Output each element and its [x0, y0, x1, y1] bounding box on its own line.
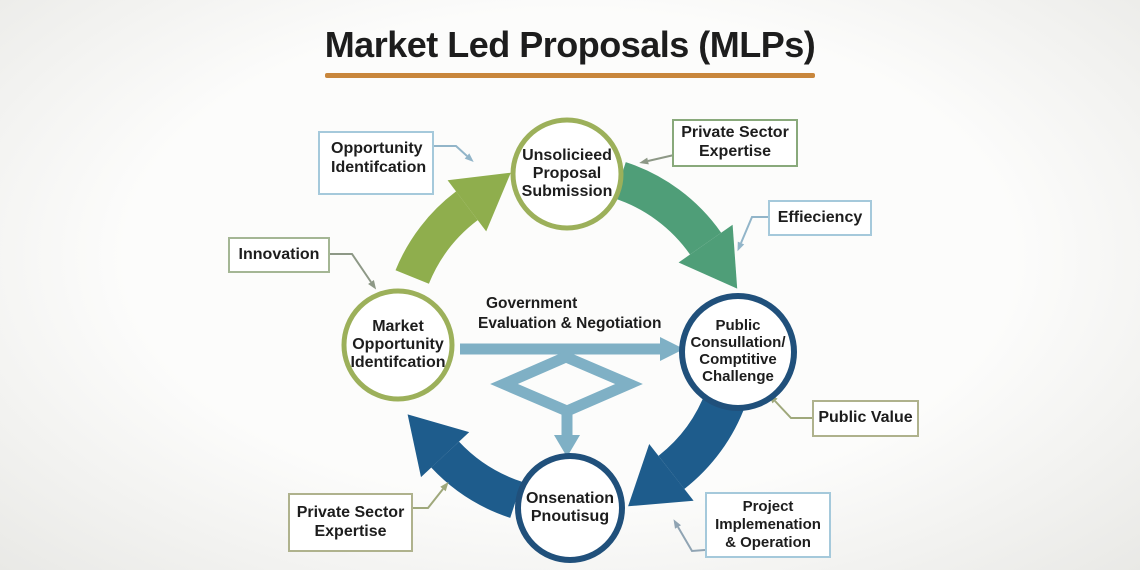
node-label-public-consultation: Public Consullation/ Comptitive Challeng…: [690, 317, 786, 385]
connector-private-top-arrowhead-icon: [639, 157, 649, 165]
callout-efficiency: Effieciency: [768, 200, 872, 236]
callout-project-implementation: Project Implemenation & Operation: [705, 492, 831, 558]
node-circle-market-opportunity: [341, 288, 455, 402]
cycle-arrow-teal: [613, 162, 722, 255]
node-label-market-opportunity: Market Opportunity Identifcation: [350, 317, 446, 372]
callout-public-value: Public Value: [812, 400, 919, 437]
center-flow-arrowhead-icon: [660, 337, 684, 361]
connector-efficiency: [740, 216, 768, 244]
connector-private-top: [647, 154, 675, 162]
node-label-unsolicited: Unsolicieed Proposal Submission: [521, 146, 613, 201]
connector-innovation: [330, 253, 372, 283]
callout-private-sector-expertise-top: Private Sector Expertise: [672, 119, 798, 167]
connector-innovation-arrowhead-icon: [368, 280, 377, 290]
cycle-arrowhead-teal-icon: [678, 224, 738, 289]
connector-private-bottom: [413, 488, 444, 509]
callout-opportunity-identification: Opportunity Identifcation: [318, 131, 434, 195]
node-circle-unsolicited: [510, 117, 624, 231]
connector-opportunity: [434, 145, 468, 157]
connector-private-bottom-arrowhead-icon: [440, 481, 449, 492]
connector-project: [677, 526, 706, 553]
center-label-line1: Government: [486, 295, 578, 312]
center-label-line2: Evaluation & Negotiation: [478, 315, 662, 332]
title-underline: [325, 73, 815, 78]
page-title: Market Led Proposals (MLPs): [324, 24, 816, 65]
callout-private-sector-expertise-bottom: Private Sector Expertise: [288, 493, 413, 552]
connector-opportunity-arrowhead-icon: [464, 153, 474, 162]
cycle-arrowhead-navy-right-icon: [628, 444, 694, 507]
connector-public-value: [774, 400, 812, 419]
cycle-arrow-green: [395, 191, 479, 285]
node-circle-public-consultation: [679, 293, 797, 411]
cycle-arrow-navy-right: [658, 389, 746, 489]
cycle-arrowhead-green-icon: [447, 172, 511, 232]
decision-down-arrowhead-icon: [554, 435, 580, 457]
callout-innovation: Innovation: [228, 237, 330, 273]
decision-diamond-icon: [490, 351, 643, 417]
node-label-bottom: Onsenation Pnoutisug: [525, 489, 614, 525]
connector-efficiency-arrowhead-icon: [737, 241, 745, 252]
connector-project-arrowhead-icon: [673, 519, 681, 529]
cycle-arrow-navy-left: [431, 441, 523, 518]
node-circle-bottom: [515, 453, 625, 563]
cycle-arrowhead-navy-left-icon: [407, 414, 470, 478]
